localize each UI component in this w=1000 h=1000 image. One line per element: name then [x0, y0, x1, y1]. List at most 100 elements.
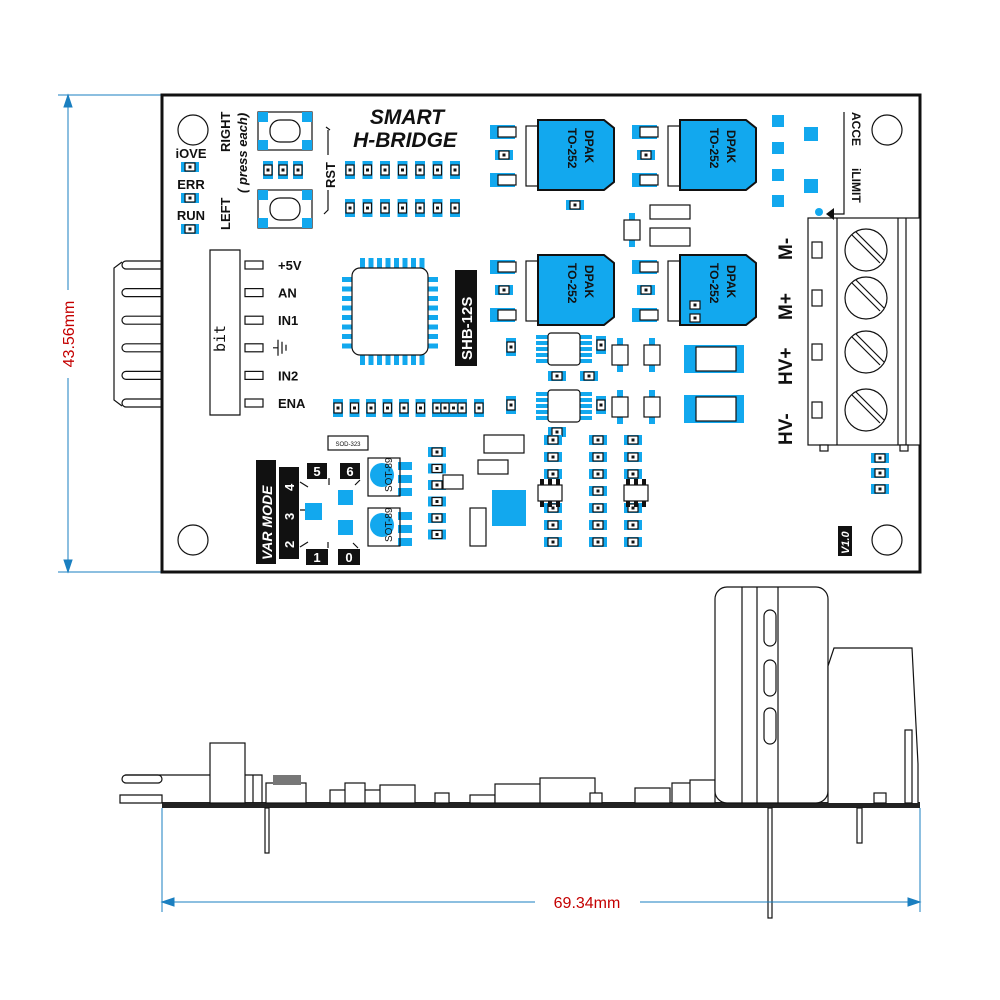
smd-resistor: [450, 199, 460, 217]
mounting-hole: [177, 524, 209, 556]
diode: [442, 474, 464, 490]
side-component: [434, 792, 450, 804]
side-component: [539, 777, 596, 804]
reset-label: RST: [323, 162, 338, 188]
capacitor-slot: [763, 659, 777, 697]
smd-resistor: [544, 503, 562, 513]
smd-resistor: [380, 199, 390, 217]
smd-resistor: [397, 161, 408, 179]
button-left[interactable]: [257, 189, 313, 229]
side-pcb: [162, 802, 920, 808]
button-right[interactable]: [257, 111, 313, 151]
reset-bracket: [323, 126, 331, 215]
smd-resistor: [382, 399, 393, 417]
sot89-label: SOT-89: [384, 457, 395, 492]
capacitor-slot: [763, 707, 777, 745]
side-component: [589, 792, 603, 804]
smd-resistor: [432, 161, 443, 179]
smd-resistor: [624, 435, 642, 445]
smd-resistor: [362, 199, 373, 217]
header-pin-label: ENA: [278, 396, 306, 411]
sod-label: SOD-323: [335, 442, 361, 448]
smd-resistor: [362, 161, 373, 179]
header-label: bit: [211, 325, 229, 352]
header-pin-label: +5V: [278, 258, 302, 273]
diode: [623, 213, 641, 247]
ground-icon: GND: [273, 339, 287, 356]
terminal-screw[interactable]: [811, 228, 888, 272]
pot-label-ilimit: iLIMIT: [849, 168, 863, 203]
var-mode-title: VAR MODE: [259, 485, 275, 560]
potentiometers: ACCE iLIMIT: [772, 112, 863, 220]
smd-resistor: [333, 399, 343, 417]
diode: [611, 338, 629, 372]
var-mode-position-2: 2: [282, 541, 297, 548]
smd-resistor: [457, 399, 467, 417]
dpak-package-label: TO-252: [707, 263, 721, 304]
smd-resistor: [871, 484, 889, 494]
sot23-ic: [623, 479, 649, 507]
side-component: [634, 787, 671, 804]
smd-resistor: [686, 313, 704, 323]
header-pin-label: IN2: [278, 368, 298, 383]
smd-resistor: [495, 285, 513, 295]
mounting-hole: [177, 114, 209, 146]
led: [181, 224, 199, 234]
side-terminal-block: [827, 647, 919, 803]
var-mode-position-4: 4: [282, 483, 297, 491]
mounting-holes: [177, 114, 903, 556]
smd-resistor: [428, 529, 446, 540]
title-line1: SMART: [370, 106, 446, 129]
inductor: [492, 490, 526, 526]
version-label-bg: [838, 526, 852, 556]
dpak-package-label: TO-252: [565, 128, 579, 169]
smd-resistor: [440, 399, 450, 417]
terminal-screw[interactable]: [811, 388, 888, 432]
terminal-screw[interactable]: [811, 330, 888, 374]
smd-resistor: [637, 285, 655, 295]
smd-resistor: [624, 469, 642, 479]
smd-resistor: [637, 150, 655, 160]
dpak-package-label: DPAK: [724, 265, 738, 298]
smd-resistor: [428, 513, 446, 523]
terminal-screw[interactable]: [811, 276, 888, 320]
sot89-transistor: SOT-89: [367, 507, 412, 547]
dpak-package-label: TO-252: [707, 128, 721, 169]
pot-label-acce: ACCE: [849, 112, 863, 146]
led: [181, 162, 199, 172]
var-mode-position-3: 3: [282, 513, 297, 520]
side-pin: [856, 807, 863, 844]
smd-resistor: [450, 161, 460, 179]
smd-resistor: [278, 161, 288, 179]
terminal-label: M+: [776, 293, 797, 320]
smd-resistor: [506, 338, 516, 356]
dpak-package-label: DPAK: [582, 130, 596, 163]
version-label: V1.0: [840, 530, 852, 554]
smd-resistor: [432, 199, 443, 217]
height-dimension: [58, 93, 162, 574]
smd-resistor: [345, 199, 355, 217]
height-dimension-label: 43.56mm: [61, 301, 78, 368]
smd-inductor: [684, 395, 744, 423]
width-dimension: [160, 808, 922, 912]
dpak-package-label: DPAK: [724, 130, 738, 163]
smd-resistor: [380, 161, 390, 179]
smd-resistor: [428, 496, 446, 507]
var-mode-position-5: 5: [313, 464, 320, 479]
smd-resistor: [415, 399, 426, 417]
smd-resistor: [293, 161, 303, 179]
smd-resistor: [566, 200, 584, 210]
side-long-pin: [767, 807, 773, 919]
header-pin-end: [244, 370, 264, 380]
mounting-hole: [871, 524, 903, 556]
smd-inductor: [684, 345, 744, 373]
capacitor: [483, 434, 525, 454]
header-pin-end: [244, 315, 264, 325]
smd-resistor: [624, 503, 642, 513]
smd-resistor: [399, 399, 409, 417]
